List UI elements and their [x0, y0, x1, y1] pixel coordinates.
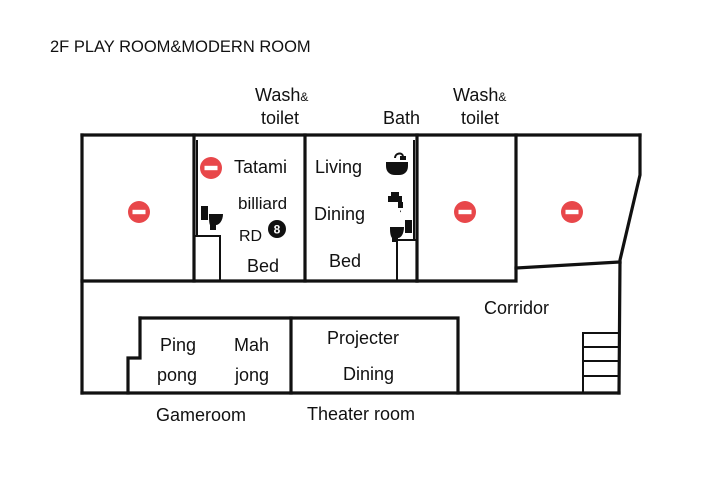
- jong-label: jong: [234, 365, 269, 385]
- bed-label-left: Bed: [247, 256, 279, 276]
- walls: [80, 133, 642, 395]
- living-label: Living: [315, 157, 362, 177]
- billiard-ball-icon: 8: [268, 220, 286, 238]
- wash-label-right: Wash&: [453, 85, 506, 105]
- gameroom-label: Gameroom: [156, 405, 246, 425]
- faucet-icon: [388, 192, 403, 213]
- billiard-label: billiard: [238, 194, 287, 213]
- tatami-label: Tatami: [234, 157, 287, 177]
- stairs: [582, 332, 620, 394]
- dining-label-bottom: Dining: [343, 364, 394, 384]
- toilet-label-right: toilet: [461, 108, 499, 128]
- toilet-icon: [390, 220, 412, 242]
- toilet-icon: [201, 206, 223, 230]
- pong-label: pong: [157, 365, 197, 385]
- wash-label-left: Wash&: [255, 85, 308, 105]
- no-entry-icon: [561, 201, 583, 223]
- dining-label-top: Dining: [314, 204, 365, 224]
- bath-label: Bath: [383, 108, 420, 128]
- no-entry-icon: [200, 157, 222, 179]
- mah-label: Mah: [234, 335, 269, 355]
- no-entry-icon: [128, 201, 150, 223]
- bathtub-icon: [386, 152, 408, 175]
- no-entry-icon: [454, 201, 476, 223]
- plan-title: 2F PLAY ROOM&MODERN ROOM: [50, 38, 311, 56]
- rd-label: RD: [239, 228, 262, 245]
- svg-text:8: 8: [274, 223, 281, 237]
- theater-room-label: Theater room: [307, 404, 415, 424]
- projecter-label: Projecter: [327, 328, 399, 348]
- toilet-label-left: toilet: [261, 108, 299, 128]
- bed-label-right: Bed: [329, 251, 361, 271]
- ping-label: Ping: [160, 335, 196, 355]
- corridor-label: Corridor: [484, 298, 549, 318]
